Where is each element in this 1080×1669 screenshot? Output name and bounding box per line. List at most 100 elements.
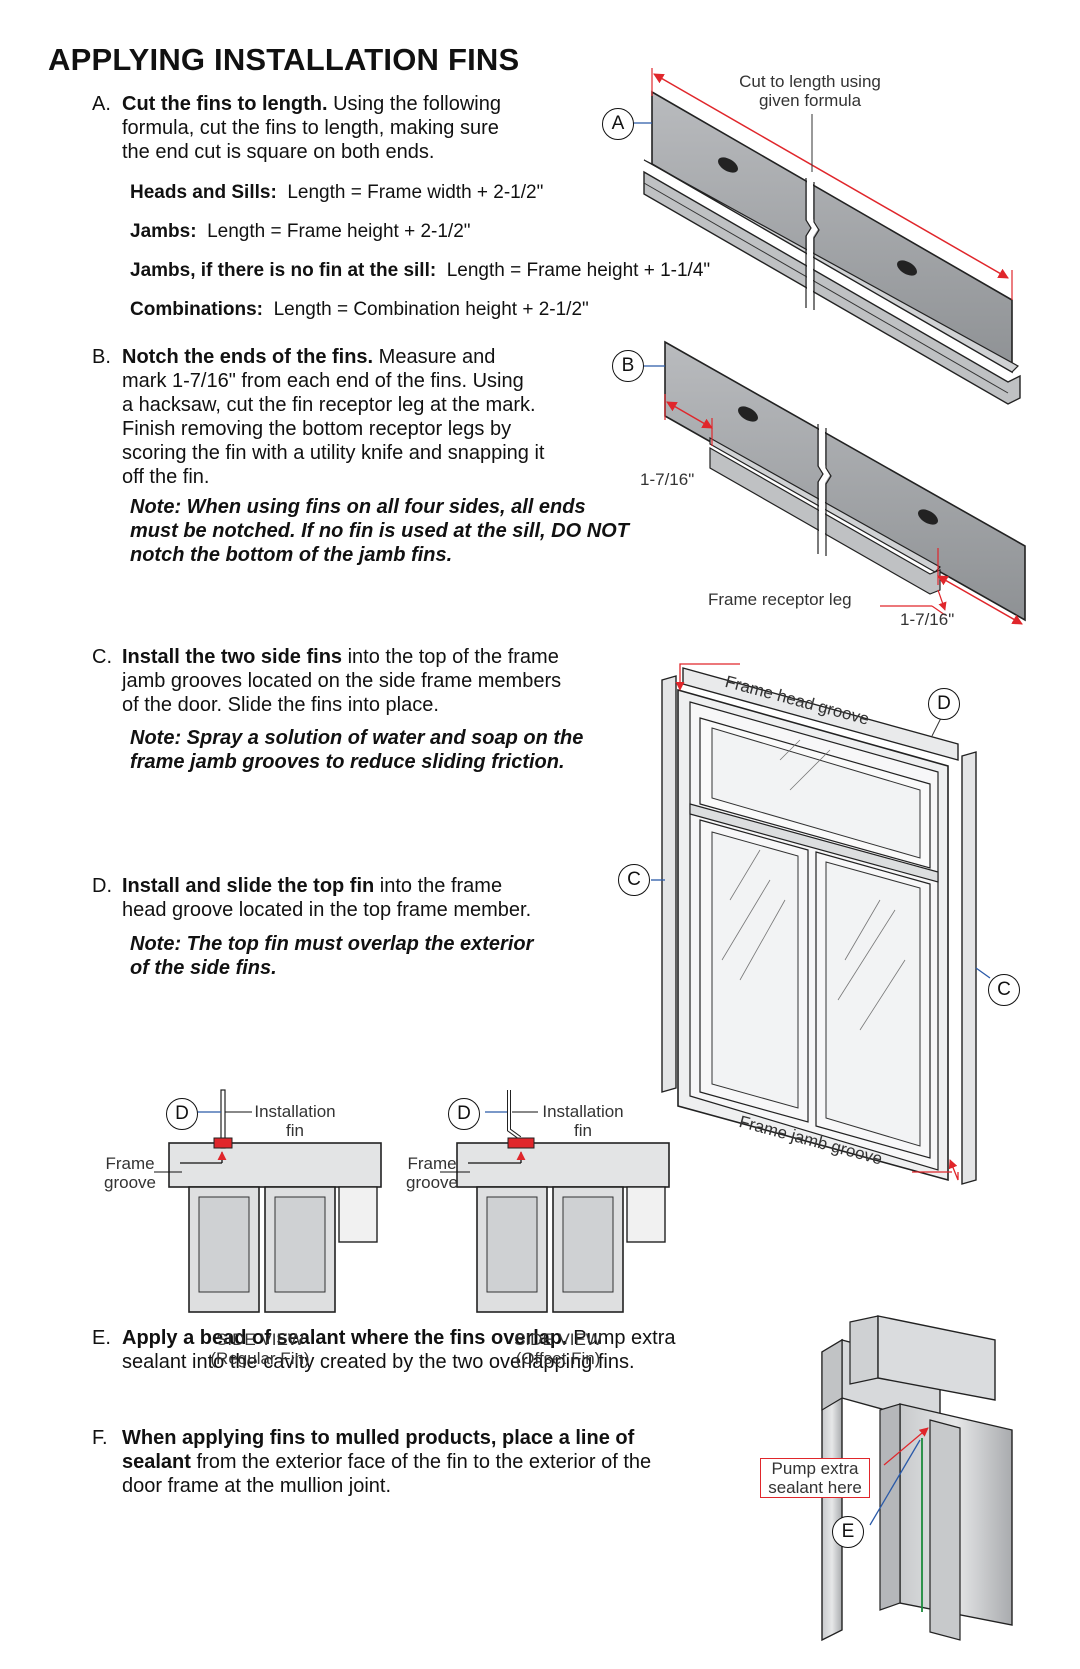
formula-jambs-no-sill-fin: Jambs, if there is no fin at the sill: L…	[130, 260, 710, 282]
step-f-text: from the exterior face of the fin to the…	[190, 1451, 652, 1473]
step-e: E. Apply a bead of sealant where the fins…	[92, 1326, 732, 1374]
fin-b-slot	[738, 406, 758, 422]
step-b-text: Finish removing the bottom receptor legs…	[122, 418, 512, 440]
note-c: Note: Spray a solution of water and soap…	[130, 726, 583, 774]
step-b-heading: Notch the ends of the fins.	[122, 346, 374, 368]
step-f-heading: sealant	[122, 1451, 191, 1473]
side-view-regular	[154, 1089, 382, 1313]
callout-c-left: C	[618, 864, 650, 896]
label-line: Frame	[105, 1154, 155, 1173]
measure-left-label: 1-7/16"	[640, 470, 695, 489]
note-line: Note: When using fins on all four sides,…	[130, 496, 586, 518]
top-fin	[682, 667, 959, 761]
callout-c-right: C	[988, 974, 1020, 1006]
step-c: C. Install the two side fins into the top…	[92, 645, 612, 717]
step-d-text: into the frame	[374, 875, 503, 897]
step-b-text: Measure and	[373, 346, 496, 368]
label-line: sealant here	[768, 1478, 862, 1497]
label-line: Installation	[542, 1102, 624, 1121]
step-c-heading: Install the two side fins	[122, 646, 343, 668]
step-b-text: mark 1-7/16" from each end of the fins. …	[122, 370, 524, 392]
page-title: APPLYING INSTALLATION FINS	[48, 42, 520, 77]
step-c-text: jamb grooves located on the side frame m…	[122, 670, 562, 692]
label-line: fin	[574, 1121, 592, 1140]
step-a-text: Using the following	[327, 93, 501, 115]
label-line: groove	[406, 1173, 458, 1192]
fin-b-measure-left	[666, 401, 713, 429]
step-c-text: into the top of the frame	[342, 646, 559, 668]
formula-value: Length = Combination height + 2-1/2"	[273, 299, 589, 320]
step-c-text: of the door. Slide the fins into place.	[122, 694, 439, 716]
label-line: (Offset Fin)	[515, 1349, 601, 1368]
callout-a: A	[602, 108, 634, 140]
note-d: Note: The top fin must overlap the exter…	[130, 932, 533, 980]
fin-b-measure-right	[937, 575, 1023, 625]
formula-label: Heads and Sills:	[130, 182, 277, 203]
fin-a-drawing	[633, 68, 1021, 405]
callout-d-regular: D	[166, 1098, 198, 1130]
formula-jambs: Jambs: Length = Frame height + 2-1/2"	[130, 221, 471, 243]
step-d-letter: D.	[92, 875, 112, 897]
formula-value: Length = Frame width + 2-1/2"	[287, 182, 544, 203]
step-a-heading: Cut the fins to length.	[122, 93, 328, 115]
measure-right-label: 1-7/16"	[900, 610, 955, 629]
note-line: of the side fins.	[130, 957, 277, 979]
callout-d-offset: D	[448, 1098, 480, 1130]
formula-value: Length = Frame height + 1-1/4"	[446, 260, 711, 281]
label-line: groove	[104, 1173, 156, 1192]
step-a-text: formula, cut the fins to length, making …	[122, 117, 499, 139]
step-f-text: door frame at the mullion joint.	[122, 1475, 392, 1497]
step-a-letter: A.	[92, 93, 111, 115]
fin-b-drawing	[644, 340, 1026, 625]
step-e-letter: E.	[92, 1327, 111, 1349]
note-line: notch the bottom of the jamb fins.	[130, 544, 453, 566]
note-line: Note: Spray a solution of water and soap…	[130, 727, 584, 749]
fin-a-leg	[643, 159, 1019, 373]
label-line: Cut to length using	[739, 72, 881, 91]
step-b-text: scoring the fin with a utility knife and…	[122, 442, 545, 464]
step-f-heading: When applying fins to mulled products, p…	[122, 1427, 635, 1449]
side-view-regular-caption: SIDE VIEW(Regular Fin)	[200, 1330, 320, 1368]
note-line: Note: The top fin must overlap the exter…	[130, 933, 534, 955]
callout-b: B	[612, 350, 644, 382]
label-line: given formula	[758, 91, 862, 110]
label-line: (Regular Fin)	[210, 1349, 310, 1368]
step-c-letter: C.	[92, 646, 112, 668]
door-drawing	[651, 663, 991, 1185]
callout-e: E	[832, 1516, 864, 1548]
step-b: B. Notch the ends of the fins. Measure an…	[92, 345, 592, 489]
receptor-leg-label: Frame receptor leg	[708, 590, 852, 609]
step-f-letter: F.	[92, 1427, 108, 1449]
label-line: fin	[286, 1121, 304, 1140]
side-view-offset-caption: SIDE VIEW(Offset Fin)	[498, 1330, 618, 1368]
step-d-heading: Install and slide the top fin	[122, 875, 375, 897]
fin-a-dimension	[653, 73, 1009, 279]
step-f: F. When applying fins to mulled products,…	[92, 1426, 732, 1498]
step-e-heading: Apply a bead of sealant where the fins o…	[122, 1327, 568, 1349]
callout-d-door: D	[928, 688, 960, 720]
label-line: Pump extra	[771, 1459, 859, 1478]
note-b: Note: When using fins on all four sides,…	[130, 495, 629, 567]
step-b-text: a hacksaw, cut the fin receptor leg at t…	[122, 394, 536, 416]
step-b-letter: B.	[92, 346, 111, 368]
formula-combinations: Combinations: Length = Combination heigh…	[130, 299, 589, 321]
side-fin-right	[961, 751, 977, 1185]
step-e-text: Pump extra	[567, 1327, 676, 1349]
note-line: frame jamb grooves to reduce sliding fri…	[130, 751, 565, 773]
formula-heads-sills: Heads and Sills: Length = Frame width + …	[130, 182, 543, 204]
step-e-text: sealant into the cavity created by the t…	[122, 1351, 635, 1373]
fin-a-blade	[651, 90, 1013, 374]
step-a: A. Cut the fins to length. Using the foll…	[92, 92, 552, 164]
formula-label: Combinations:	[130, 299, 263, 320]
label-line: Frame	[407, 1154, 457, 1173]
step-a-text: the end cut is square on both ends.	[122, 141, 435, 163]
label-line: Installation	[254, 1102, 336, 1121]
fin-b-blade	[664, 340, 1026, 622]
step-d: D. Install and slide the top fin into the…	[92, 874, 612, 922]
